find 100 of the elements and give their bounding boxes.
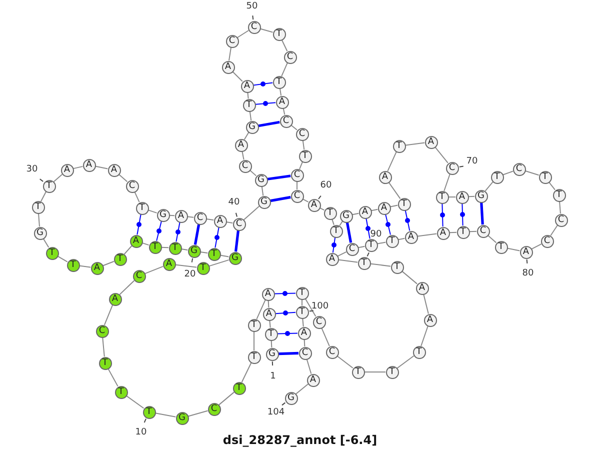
nucleotide-circle: A	[358, 206, 372, 218]
backbone-line	[304, 339, 306, 347]
backbone-line	[279, 88, 282, 96]
backbone-line	[401, 270, 418, 284]
nucleotide-circle: T	[272, 28, 286, 40]
base-pair-line	[274, 292, 296, 294]
nucleotide-circle: A	[378, 170, 392, 184]
backbone-line	[524, 170, 540, 176]
nucleotide-circle: T	[98, 356, 112, 370]
base-pair-line	[366, 218, 370, 240]
backbone-line	[302, 140, 305, 150]
base-pair-line	[462, 203, 464, 226]
nucleotide-circle: T	[196, 262, 210, 274]
nucleotide-circle: G	[246, 120, 258, 134]
backbone-line	[336, 355, 354, 369]
nucleotide-circle: T	[272, 76, 286, 88]
backbone-line	[241, 362, 252, 383]
backbone-line	[119, 280, 135, 295]
nucleotide-circle: C	[346, 242, 358, 256]
backbone-line	[261, 186, 264, 196]
backbone-line	[548, 182, 556, 190]
nucleotide-circle: A	[298, 326, 310, 340]
nucleotide-circle: G	[266, 348, 278, 360]
backbone-line	[161, 246, 169, 248]
backbone-line	[299, 162, 303, 170]
diagram-title: dsi_28287_annot [-6.4]	[222, 433, 378, 447]
base-pair-line	[278, 352, 299, 356]
position-number: 60	[320, 182, 332, 190]
nucleotide-circle: G	[340, 210, 352, 222]
nucleotide-circle: T	[298, 150, 312, 162]
nucleotide-circle: T	[66, 258, 80, 272]
nucleotide-circle: C	[194, 212, 206, 224]
base-pair-line	[346, 222, 352, 243]
backbone-line	[321, 327, 330, 347]
nucleotide-circle: A	[214, 214, 226, 228]
backbone-line	[469, 230, 477, 232]
nucleotide-circle: A	[326, 252, 338, 266]
nucleotide-circle: T	[436, 190, 448, 204]
nucleotide-circle: T	[538, 170, 552, 184]
nucleotide-circle: T	[392, 140, 406, 152]
nucleotide-circle: C	[126, 180, 138, 192]
nucleotide-circle: T	[364, 238, 378, 252]
backbone-line	[256, 299, 266, 320]
backbone-line	[404, 142, 426, 146]
nucleotide-circle: G	[254, 174, 268, 186]
backbone-line	[268, 300, 270, 308]
nucleotide-circle: C	[280, 114, 292, 128]
base-pair-line	[258, 120, 280, 128]
backbone-line	[38, 212, 40, 228]
backbone-line	[337, 251, 347, 257]
backbone-line	[304, 298, 316, 317]
nucleotide-circle: G	[284, 392, 298, 404]
nucleotide-circle: A	[456, 190, 468, 204]
nucleotide-circle: T	[490, 170, 504, 184]
backbone-line	[420, 326, 428, 346]
base-pair-line	[214, 226, 220, 248]
position-number: 104	[267, 408, 285, 418]
nucleotide-circle: A	[378, 202, 390, 214]
nucleotide-circle: G	[188, 244, 200, 258]
backbone-line	[396, 355, 414, 369]
base-pair-line	[480, 202, 484, 225]
base-pair-line	[404, 210, 410, 232]
backbone-line	[134, 191, 140, 203]
backbone-line	[57, 256, 68, 262]
backbone-line	[448, 196, 456, 198]
backbone-line	[390, 204, 398, 208]
base-pair-line	[275, 312, 296, 314]
base-pair-line	[156, 220, 162, 242]
backbone-line	[502, 170, 514, 176]
nucleotide-circle: T	[46, 246, 58, 260]
nucleotide-circle: T	[358, 256, 370, 270]
nucleotide-circle: T	[148, 240, 162, 254]
nucleotide-circle: T	[232, 382, 246, 394]
nucleotide-circle: A	[108, 164, 120, 176]
nucleotide-circle: C	[446, 162, 458, 174]
nucleotide-circle: T	[168, 242, 182, 254]
backbone-line	[94, 166, 108, 170]
nucleotide-circle: A	[416, 282, 428, 294]
backbone-line	[53, 174, 63, 182]
nucleotide-circle: T	[296, 286, 308, 300]
position-number: 30	[26, 166, 38, 174]
backbone-line	[174, 264, 198, 268]
backbone-line	[387, 151, 397, 172]
nucleotide-circle: T	[456, 226, 470, 238]
base-pair-line	[194, 224, 200, 245]
nucleotide-circle: C	[296, 128, 308, 140]
base-pair-line	[385, 214, 391, 236]
backbone-line	[104, 304, 114, 326]
backbone-line	[416, 233, 438, 237]
nucleotide-circle: C	[238, 160, 252, 172]
backbone-line	[102, 260, 114, 266]
backbone-line	[281, 62, 288, 77]
position-number: 10	[135, 428, 147, 438]
nucleotide-circle: T	[412, 346, 426, 358]
nucleotide-circle: C	[96, 324, 108, 338]
nucleotide-circle: A	[520, 246, 532, 258]
backbone-line	[376, 242, 386, 244]
backbone-line	[434, 146, 448, 164]
nucleotide-circle: G	[258, 196, 270, 208]
nucleotide-circle: T	[398, 198, 410, 210]
